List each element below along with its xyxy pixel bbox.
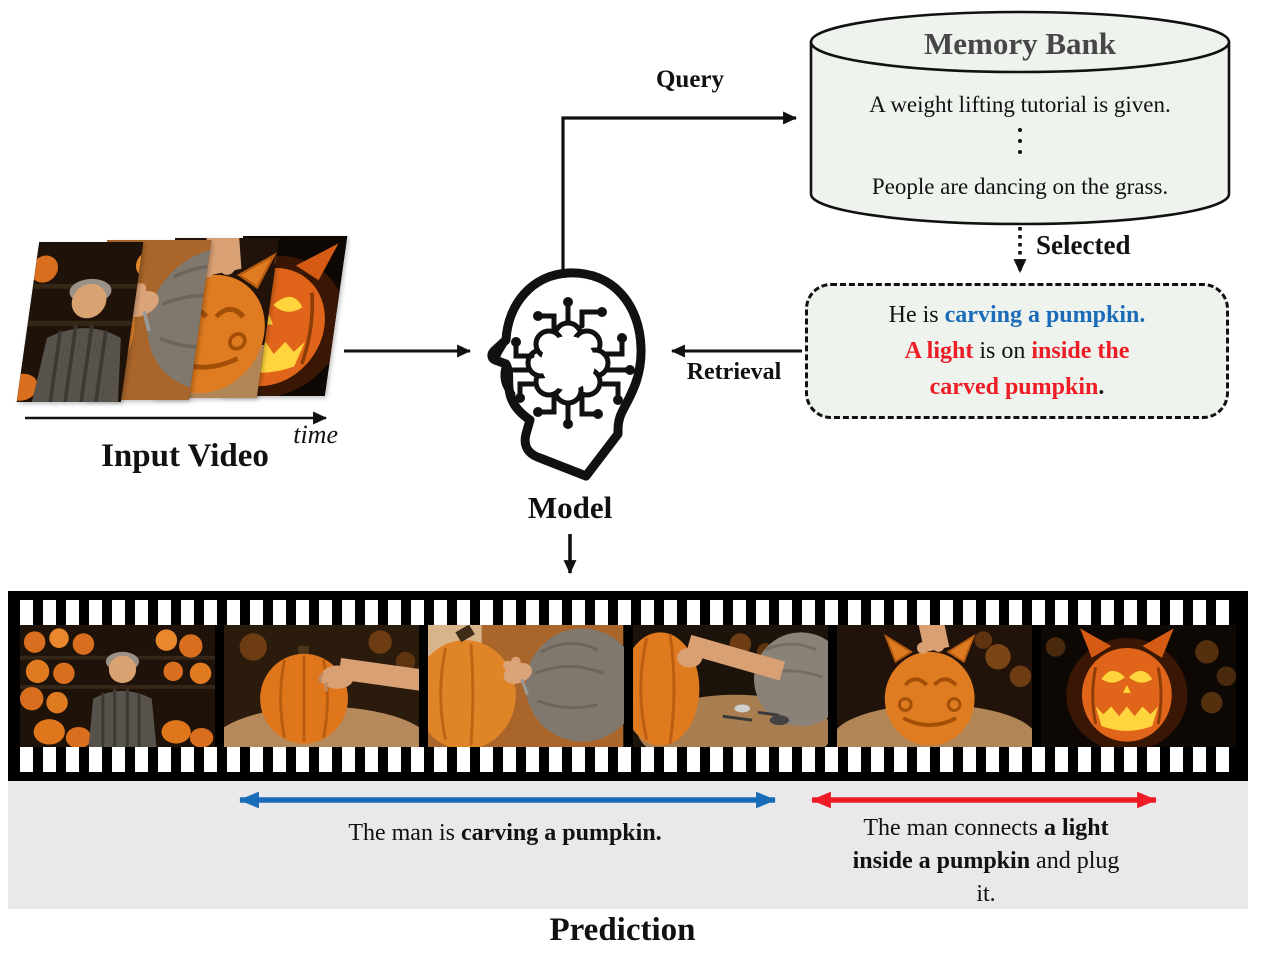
model-label: Model xyxy=(527,490,613,525)
memory-bank: Memory Bank A weight lifting tutorial is… xyxy=(808,6,1232,230)
memory-bank-title: Memory Bank xyxy=(923,26,1116,61)
time-axis-label: time xyxy=(293,420,338,449)
model-brain-head-icon xyxy=(476,264,656,486)
vertical-ellipsis-icon xyxy=(808,128,1232,154)
prediction-label: Prediction xyxy=(549,912,696,948)
query-label: Query xyxy=(655,66,725,93)
film-frame-6 xyxy=(1040,625,1237,747)
film-frame-5 xyxy=(836,625,1032,747)
memory-bank-entry-top: A weight lifting tutorial is given. xyxy=(869,92,1171,117)
input-video-label: Input Video xyxy=(101,438,269,474)
retrieval-label: Retrieval xyxy=(686,359,782,385)
film-frames xyxy=(19,625,1237,747)
selected-label: Selected xyxy=(1036,230,1131,260)
selected-caption-line-3: carved pumpkin. xyxy=(929,374,1105,400)
film-frame-1 xyxy=(19,625,216,747)
prediction-caption-blue: The man is carving a pumpkin. xyxy=(348,820,662,846)
input-video-frames xyxy=(16,236,356,408)
query-arrow xyxy=(561,111,798,272)
prediction-film-strip xyxy=(8,591,1248,781)
selected-caption-line-2: A light is on inside the xyxy=(904,338,1130,364)
film-frame-3 xyxy=(428,625,624,747)
film-sprocket-holes-bottom xyxy=(20,747,1236,772)
selected-caption-line-1: He is carving a pumpkin. xyxy=(888,302,1146,328)
database-cylinder-icon xyxy=(809,10,1231,226)
prediction-caption-red: The man connects a light inside a pumpki… xyxy=(852,815,1120,907)
film-frame-2 xyxy=(224,625,420,747)
selected-caption-box: He is carving a pumpkin. A light is on i… xyxy=(805,283,1229,419)
film-sprocket-holes-top xyxy=(20,600,1236,625)
film-frame-4 xyxy=(632,625,828,747)
memory-bank-entry-bottom: People are dancing on the grass. xyxy=(871,174,1169,199)
